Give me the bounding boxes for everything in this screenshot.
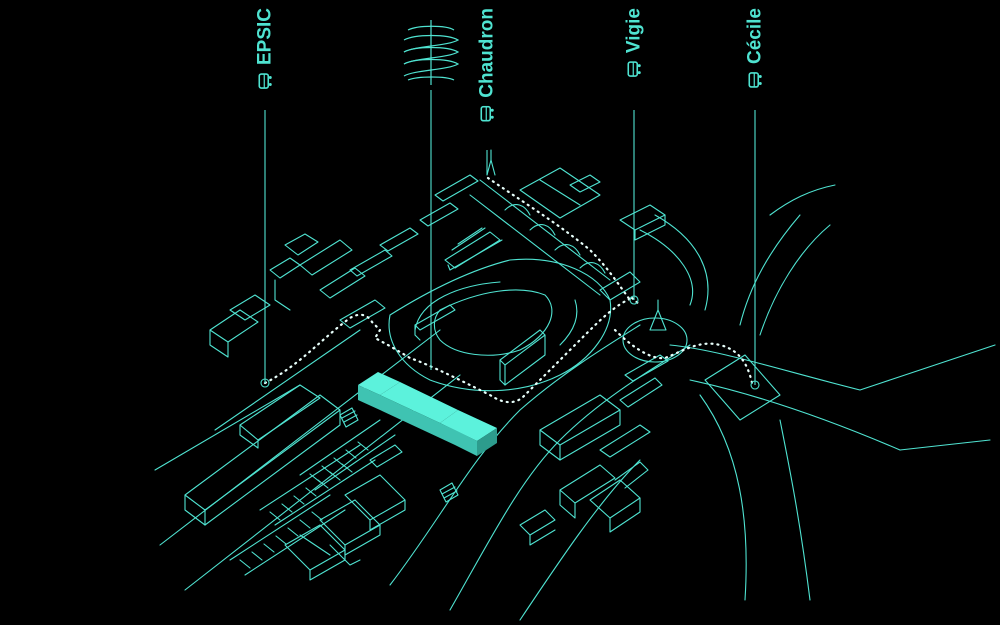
tower-marker (486, 149, 496, 176)
stop-leaders (260, 90, 760, 390)
bus-icon (480, 105, 494, 122)
walking-route (263, 176, 754, 404)
cecile-square (704, 354, 781, 421)
park-building (499, 329, 546, 386)
northeast-buildings (519, 167, 666, 301)
stop-label-epsic: EPSIC (254, 8, 276, 66)
stop-label-chaudron: Chaudron (476, 8, 498, 98)
stop-vigie: Vigie (622, 0, 646, 140)
endpoint-vigie (629, 295, 639, 305)
bus-icon (258, 73, 272, 89)
road-network (154, 184, 996, 621)
bus-icon (748, 72, 762, 88)
endpoint-epsic (260, 378, 270, 388)
south-parking (229, 407, 459, 576)
bus-icon (627, 61, 641, 77)
highlighted-building (358, 372, 497, 456)
west-buildings (184, 174, 479, 526)
stop-label-vigie: Vigie (623, 8, 645, 54)
endpoint-cecile (750, 380, 760, 390)
park-contours (388, 258, 612, 392)
stepped-terrace (444, 227, 503, 271)
stop-cecile: Cécile (743, 0, 767, 140)
viaduct (469, 179, 611, 296)
stop-label-cecile: Cécile (744, 8, 766, 64)
south-houses (284, 474, 406, 581)
stop-chaudron: Chaudron (475, 0, 499, 140)
roundabout (622, 299, 688, 363)
east-buildings (519, 354, 669, 546)
stop-epsic: EPSIC (253, 0, 277, 140)
spiral-icon (403, 20, 460, 85)
